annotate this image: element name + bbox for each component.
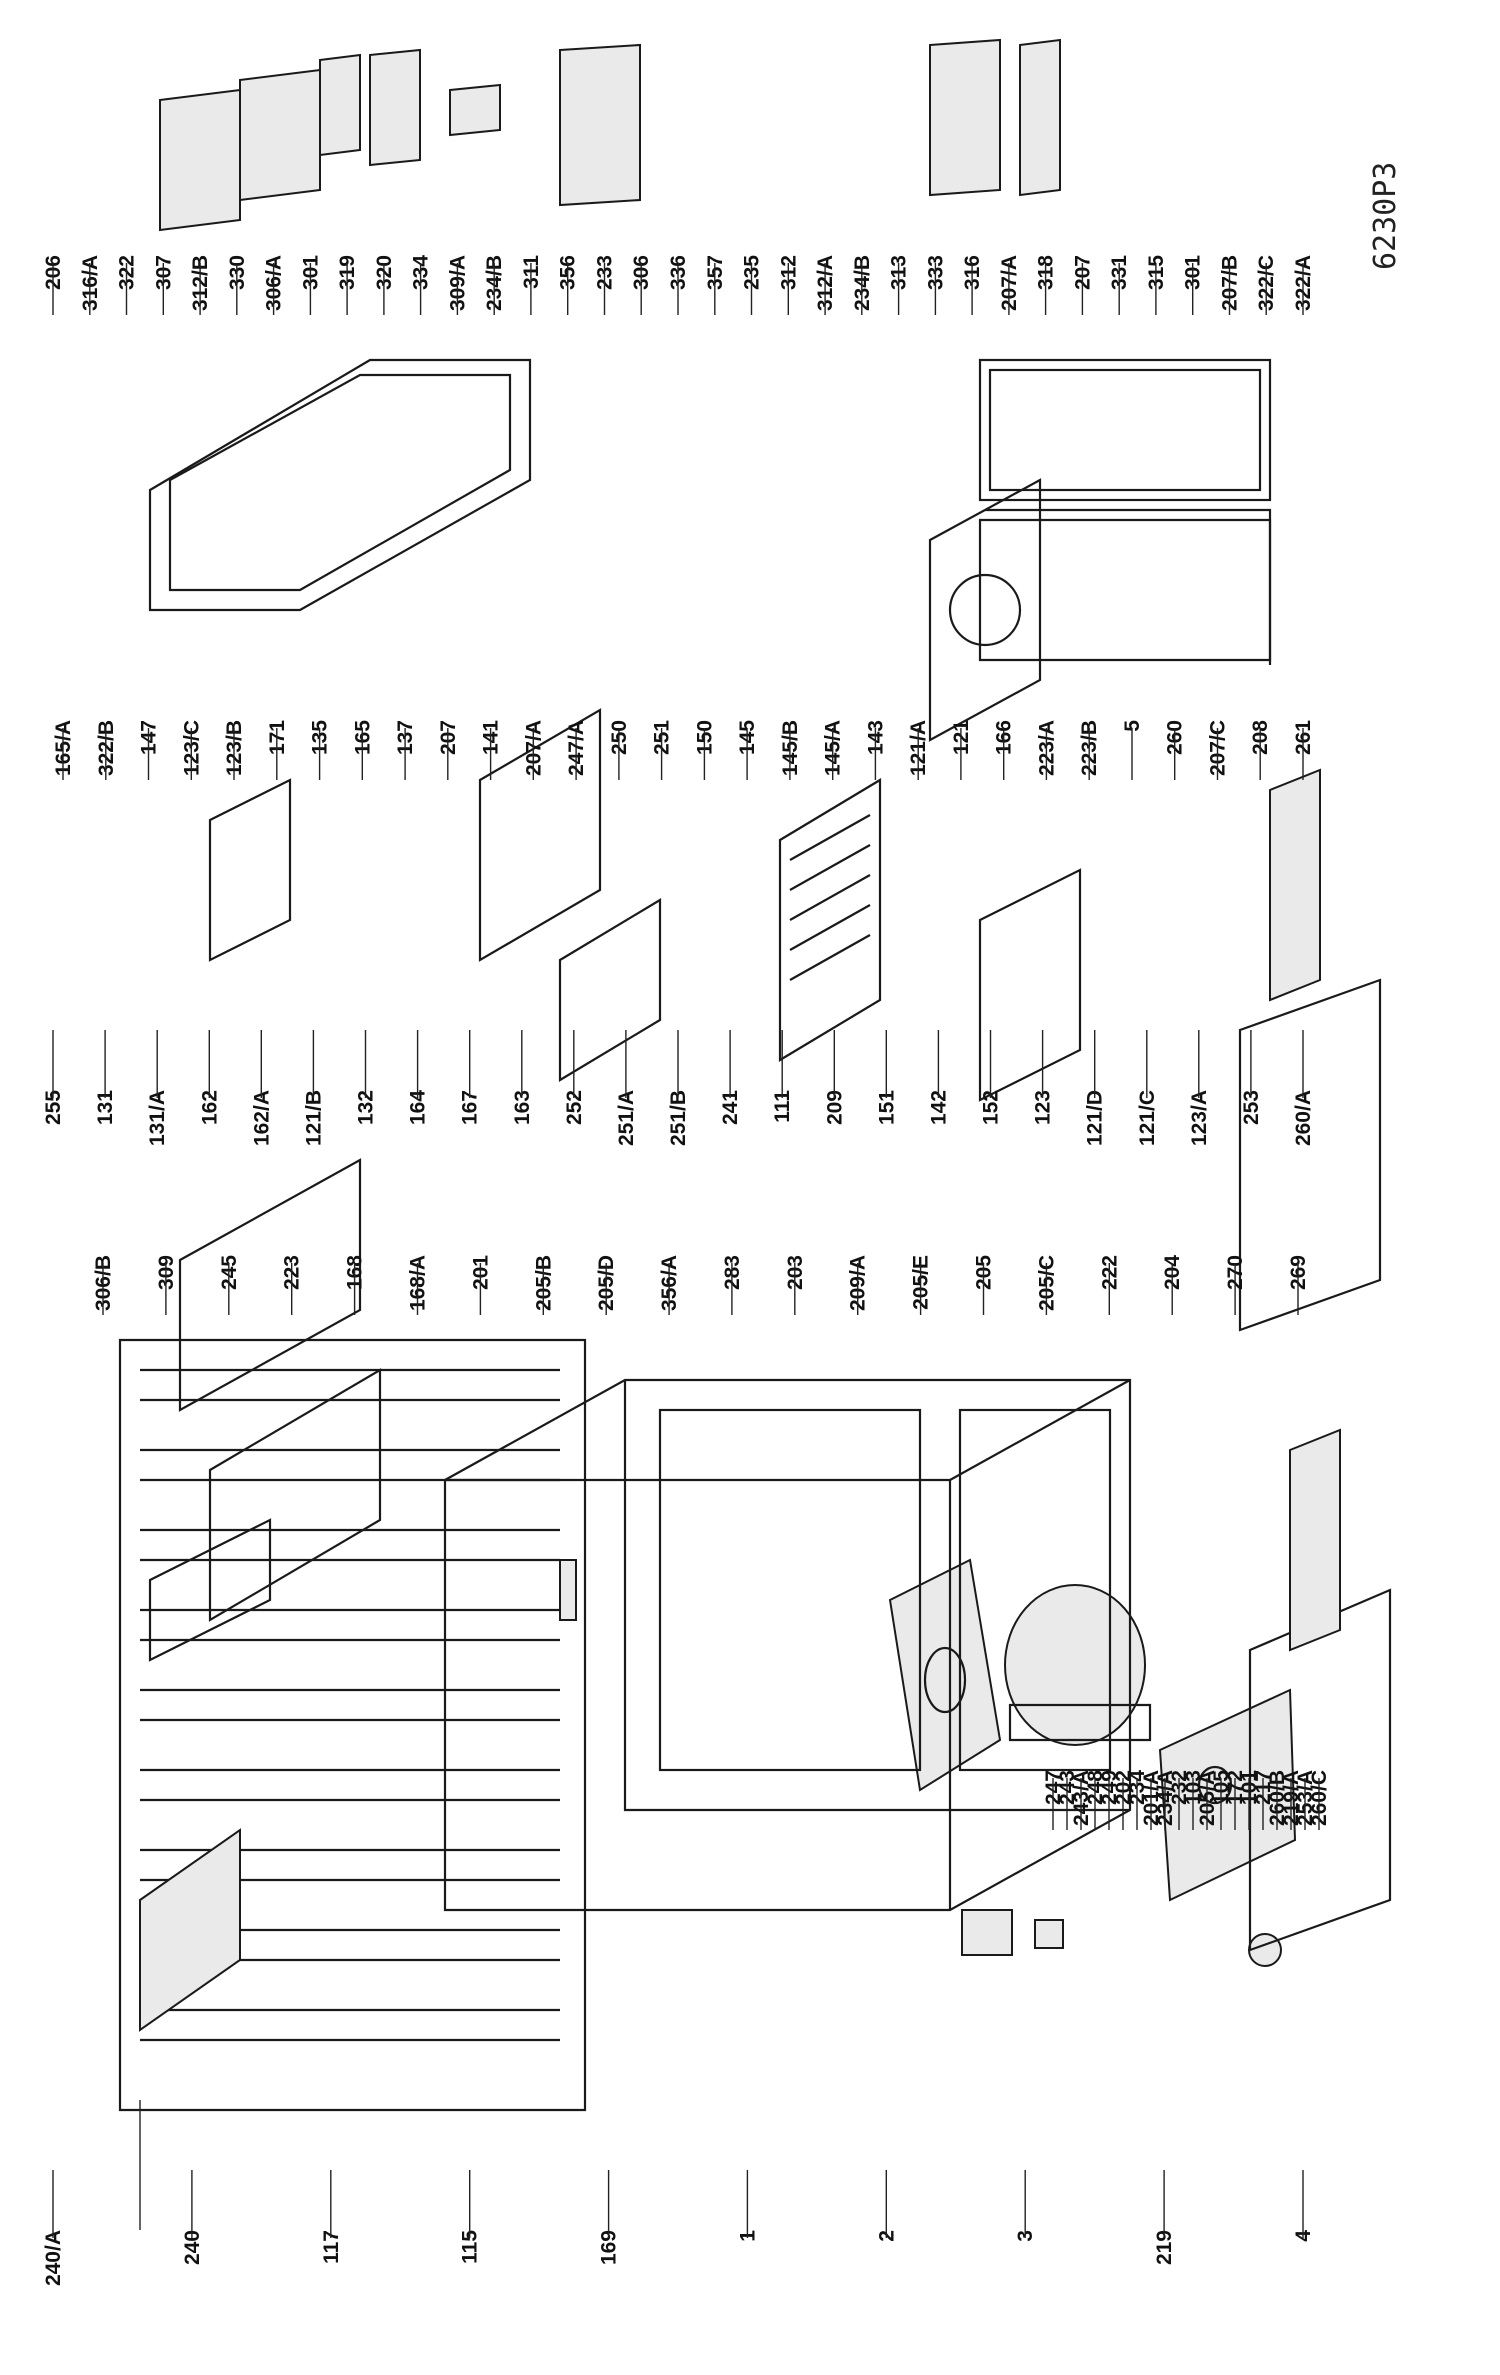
cover-261 <box>1269 768 1321 1002</box>
part-number-label: 219 <box>1153 2230 1176 2265</box>
part-number-label: 152 <box>980 1090 1003 1125</box>
shelf-245 <box>178 1158 362 1412</box>
part-number-label: 117 <box>320 2230 343 2264</box>
part-number-label: 132 <box>355 1090 378 1125</box>
part-number-label: 123 <box>1032 1090 1055 1125</box>
part-number-label: 151 <box>875 1090 898 1125</box>
compressor <box>1004 1584 1152 1746</box>
drip-tray <box>888 1558 1002 1792</box>
part-number-label: 163 <box>511 1090 534 1125</box>
part-number-label: 209 <box>823 1090 846 1125</box>
crisper-basket-253-a <box>1248 1588 1392 1952</box>
drawing-code: 6230P3 <box>1368 162 1403 270</box>
tray-240 <box>139 1828 241 2032</box>
part-number-label: 251/A <box>615 1090 638 1146</box>
condenser-coil <box>140 1608 560 1642</box>
condenser-coil <box>140 1528 560 1562</box>
condenser-coil <box>140 1768 560 1802</box>
part-number-label: 162/A <box>250 1090 273 1146</box>
door-fridge <box>978 508 1272 665</box>
part-number-label: 241 <box>719 1090 742 1125</box>
shelf-243 <box>148 1518 272 1662</box>
crisper-basket-253 <box>1238 978 1382 1332</box>
evap-cover-252 <box>558 898 662 1082</box>
cover-270 <box>1289 1428 1341 1652</box>
part-number-label: 131/A <box>146 1090 169 1146</box>
part-number-label: 131 <box>94 1090 117 1125</box>
condenser-part-115 <box>559 1559 577 1621</box>
part-number-label: 142 <box>927 1090 950 1125</box>
condenser-coil <box>140 2008 560 2042</box>
part-number-label: 169 <box>598 2230 621 2265</box>
condenser-coil <box>140 1688 560 1722</box>
panel-123 <box>978 868 1082 1102</box>
condenser <box>118 1338 587 2230</box>
part-number-label: 251/B <box>667 1090 690 1146</box>
part-number-label: 167 <box>459 1090 482 1125</box>
relay-part-1 <box>961 1909 1013 1956</box>
condenser-coil <box>140 1448 560 1482</box>
shelf-248 <box>208 1368 382 1622</box>
relay-part-2 <box>1034 1919 1064 1949</box>
part-number-label: 111 <box>771 1090 794 1123</box>
part-number-label: 121/B <box>302 1090 325 1146</box>
gasket-331 <box>978 358 1272 502</box>
part-number-label: 121/C <box>1136 1090 1159 1146</box>
part-number-label: 260/A <box>1292 1090 1315 1146</box>
condenser-coil <box>140 1368 560 1402</box>
part-number-label: 162 <box>198 1090 221 1125</box>
control-box <box>208 778 292 962</box>
part-number-label: 240 <box>181 2230 204 2265</box>
part-number-label: 240/A <box>42 2230 65 2286</box>
part-number-label: 123/A <box>1188 1090 1211 1146</box>
door-bins <box>159 38 1061 232</box>
part-number-label: 5 <box>1121 720 1144 732</box>
evaporator <box>778 778 882 1062</box>
foot-219 <box>1248 1933 1282 1967</box>
part-number-label: 255 <box>42 1090 65 1125</box>
cabinet <box>443 1378 1132 1912</box>
part-number-label: 164 <box>407 1090 430 1125</box>
door-freezer <box>148 358 532 612</box>
mounting-plate <box>1158 1688 1297 1902</box>
part-number-label: 121/D <box>1084 1090 1107 1146</box>
part-number-label: 115 <box>459 2230 482 2264</box>
plate-163 <box>478 708 602 962</box>
part-number-label: 253 <box>1240 1090 1263 1125</box>
part-number-label: 252 <box>563 1090 586 1125</box>
